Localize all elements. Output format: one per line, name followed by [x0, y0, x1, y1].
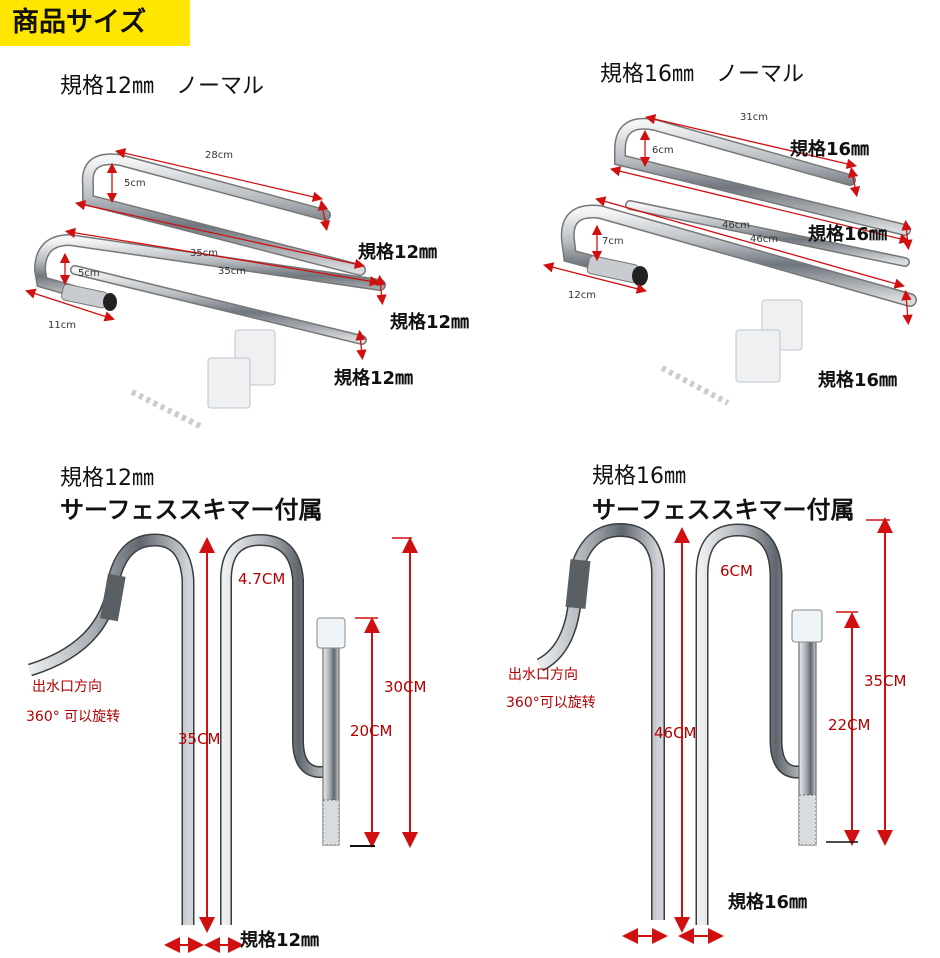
tr-spec-3: 規格16㎜ [818, 370, 898, 391]
br-outlet-rotate: 360°可以旋转 [506, 695, 596, 711]
bottom-right-pipes [536, 522, 823, 925]
br-spec: 規格16㎜ [728, 892, 808, 913]
tl-dim-35a: 35cm [190, 248, 218, 259]
product-size-badge: 商品サイズ [0, 0, 190, 46]
br-dim-35cm: 35CM [864, 672, 907, 690]
br-outlet-direction: 出水口方向 [508, 667, 578, 683]
top-left-clips [130, 329, 276, 430]
tr-dim-7: 7cm [602, 236, 624, 247]
br-dim-6cm: 6CM [720, 562, 753, 580]
bl-outlet-rotate: 360° 可以旋转 [26, 709, 121, 725]
bl-outlet-direction: 出水口方向 [32, 679, 102, 695]
top-left-arrows [25, 148, 387, 361]
tr-dim-31: 31cm [740, 112, 768, 123]
bl-spec: 規格12㎜ [240, 930, 320, 951]
top-right-title: 規格16㎜ ノーマル [600, 62, 804, 87]
bl-dim-35cm: 35CM [178, 730, 221, 748]
tr-dim-46a: 46cm [722, 220, 750, 231]
tr-dim-6: 6cm [652, 145, 674, 156]
bottom-right-arrows [622, 517, 893, 944]
bl-dim-20cm: 20CM [350, 722, 393, 740]
tr-dim-12: 12cm [568, 290, 596, 301]
top-right-clips [660, 299, 803, 406]
tl-dim-35b: 35cm [218, 266, 246, 277]
tl-spec-3: 規格12㎜ [334, 368, 414, 389]
br-dim-46cm: 46CM [654, 724, 697, 742]
bl-dim-4-7cm: 4.7CM [238, 570, 286, 588]
bottom-left-title-2: サーフェススキマー付属 [60, 496, 323, 524]
tl-dim-5b: 5cm [78, 268, 100, 279]
bottom-left-arrows [164, 537, 418, 953]
tr-dim-46b: 46cm [750, 234, 778, 245]
tr-spec-2: 規格16㎜ [808, 224, 888, 245]
tr-spec-1: 規格16㎜ [790, 139, 870, 160]
bottom-left-pipes [28, 533, 346, 925]
bottom-right-title-2: サーフェススキマー付属 [592, 496, 855, 524]
br-dim-22cm: 22CM [828, 716, 871, 734]
top-right-arrows [542, 114, 913, 326]
tl-dim-11: 11cm [48, 320, 76, 331]
tl-spec-1: 規格12㎜ [358, 242, 438, 263]
bottom-left-title-1: 規格12㎜ [60, 466, 154, 491]
tl-spec-2: 規格12㎜ [390, 312, 470, 333]
top-left-title: 規格12㎜ ノーマル [60, 74, 264, 99]
tl-dim-5a: 5cm [124, 178, 146, 189]
bl-dim-30cm: 30CM [384, 678, 427, 696]
bottom-right-title-1: 規格16㎜ [592, 464, 686, 489]
tl-dim-28: 28cm [205, 150, 233, 161]
